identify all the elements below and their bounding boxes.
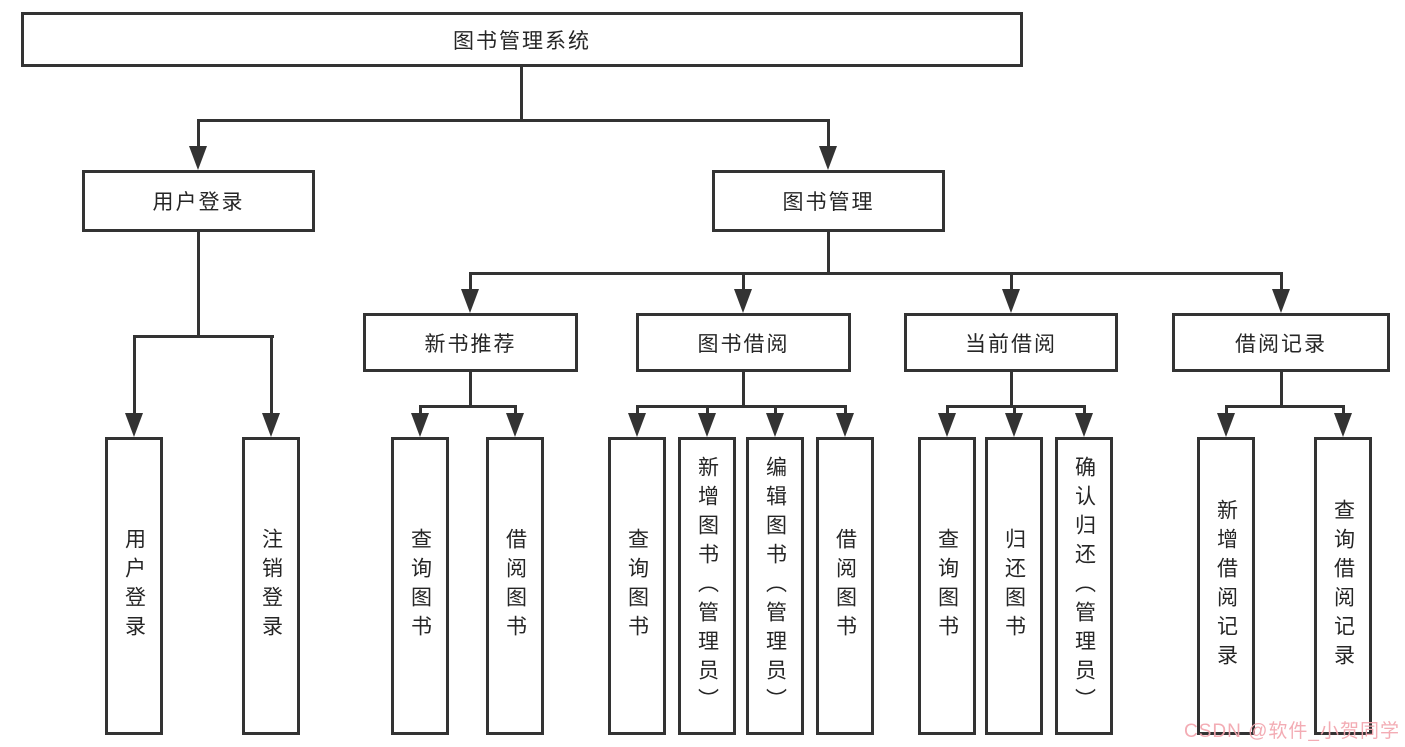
leaf-borrow-query-book: 查询图书	[608, 437, 666, 735]
connector-drop-current-return	[1013, 405, 1016, 415]
node-book-management: 图书管理	[712, 170, 945, 232]
node-borrow-records: 借阅记录	[1172, 313, 1390, 372]
leaf-logout: 注销登录	[242, 437, 300, 735]
leaf-recommend-borrow-book: 借阅图书	[486, 437, 544, 735]
node-new-book-recommend: 新书推荐	[363, 313, 578, 372]
connector-drop-current-confirm	[1083, 405, 1086, 415]
connector-drop-borrow-add	[706, 405, 709, 415]
leaf-current-query-book: 查询图书	[918, 437, 976, 735]
connector-drop-records-add	[1225, 405, 1228, 415]
connector-level3-bus	[469, 272, 1283, 275]
connector-drop-borrow-borrow	[844, 405, 847, 415]
connector-book-management-trunk	[827, 232, 830, 274]
arrow-current-return	[1005, 413, 1023, 437]
node-book-borrow: 图书借阅	[636, 313, 851, 372]
arrow-recommend-query	[411, 413, 429, 437]
connector-level2-bus	[197, 119, 830, 122]
connector-drop-new-book-recommend	[469, 272, 472, 292]
connector-drop-user-login	[197, 119, 200, 149]
arrow-borrow-add	[698, 413, 716, 437]
arrow-borrow-edit	[766, 413, 784, 437]
leaf-add-borrow-record: 新增借阅记录	[1197, 437, 1255, 735]
leaf-query-borrow-record: 查询借阅记录	[1314, 437, 1372, 735]
arrow-new-book-recommend	[461, 289, 479, 313]
arrow-borrow-borrow	[836, 413, 854, 437]
connector-book-borrow-trunk	[742, 372, 745, 407]
connector-user-login-trunk	[197, 232, 200, 338]
connector-book-borrow-bus	[636, 405, 846, 408]
leaf-user-login: 用户登录	[105, 437, 163, 735]
connector-drop-records-query	[1342, 405, 1345, 415]
arrow-current-confirm	[1075, 413, 1093, 437]
connector-borrow-records-trunk	[1280, 372, 1283, 407]
connector-user-login-bus	[133, 335, 274, 338]
arrow-records-query	[1334, 413, 1352, 437]
arrow-book-management	[819, 146, 837, 170]
connector-drop-recommend-borrow	[514, 405, 517, 415]
connector-current-borrow-bus	[946, 405, 1086, 408]
connector-drop-current-borrow	[1010, 272, 1013, 292]
connector-drop-borrow-query	[636, 405, 639, 415]
node-current-borrow: 当前借阅	[904, 313, 1118, 372]
connector-drop-book-borrow	[742, 272, 745, 292]
node-user-login: 用户登录	[82, 170, 315, 232]
connector-drop-recommend-query	[419, 405, 422, 415]
connector-drop-current-query	[946, 405, 949, 415]
arrow-recommend-borrow	[506, 413, 524, 437]
arrow-book-borrow	[734, 289, 752, 313]
leaf-edit-book-admin: 编辑图书（管理员）	[746, 437, 804, 735]
leaf-recommend-query-book: 查询图书	[391, 437, 449, 735]
connector-drop-borrow-records	[1280, 272, 1283, 292]
leaf-borrow-book: 借阅图书	[816, 437, 874, 735]
leaf-confirm-return-admin: 确认归还（管理员）	[1055, 437, 1113, 735]
connector-root-trunk	[520, 67, 523, 121]
connector-new-book-recommend-trunk	[469, 372, 472, 407]
arrow-borrow-records	[1272, 289, 1290, 313]
csdn-watermark: CSDN @软件_小贺同学	[1184, 721, 1400, 742]
arrow-current-query	[938, 413, 956, 437]
arrow-leaf-logout	[262, 413, 280, 437]
arrow-current-borrow	[1002, 289, 1020, 313]
arrow-records-add	[1217, 413, 1235, 437]
arrow-borrow-query	[628, 413, 646, 437]
connector-borrow-records-bus	[1225, 405, 1344, 408]
leaf-add-book-admin: 新增图书（管理员）	[678, 437, 736, 735]
connector-drop-book-management	[827, 119, 830, 149]
arrow-leaf-user-login	[125, 413, 143, 437]
connector-drop-leaf-user-login	[133, 335, 136, 415]
connector-new-book-recommend-bus	[419, 405, 517, 408]
arrow-user-login	[189, 146, 207, 170]
connector-drop-borrow-edit	[774, 405, 777, 415]
node-root-library-management-system: 图书管理系统	[21, 12, 1023, 67]
connector-drop-leaf-logout	[270, 335, 273, 415]
leaf-return-book: 归还图书	[985, 437, 1043, 735]
connector-current-borrow-trunk	[1010, 372, 1013, 407]
